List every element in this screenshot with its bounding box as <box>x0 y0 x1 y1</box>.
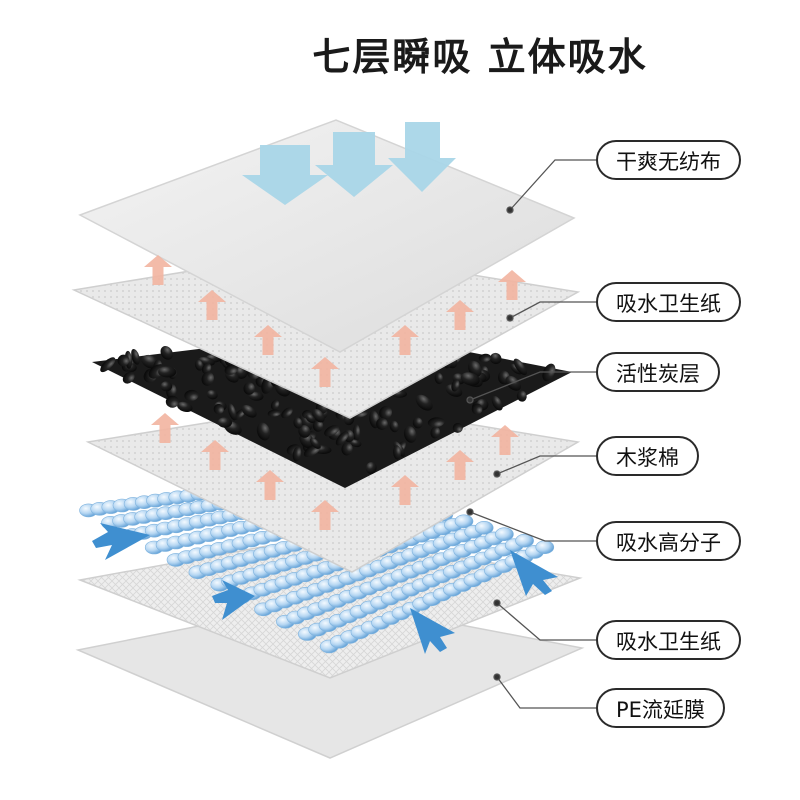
side-arrows <box>92 523 558 654</box>
label-polymer: 吸水高分子 <box>596 521 741 561</box>
upward-arrows <box>144 255 526 530</box>
page-title: 七层瞬吸 立体吸水 <box>312 35 648 79</box>
label-dry-nonwoven: 干爽无纺布 <box>596 140 741 180</box>
label-tissue-1: 吸水卫生纸 <box>596 282 741 322</box>
leader-lines <box>466 159 605 709</box>
label-activated-carbon: 活性炭层 <box>596 352 720 392</box>
downward-arrows <box>242 122 456 205</box>
label-tissue-2: 吸水卫生纸 <box>596 620 741 660</box>
label-pe-film: PE流延膜 <box>596 688 725 728</box>
layer-dry-nonwoven <box>78 119 576 353</box>
label-wood-pulp: 木浆棉 <box>596 436 699 476</box>
